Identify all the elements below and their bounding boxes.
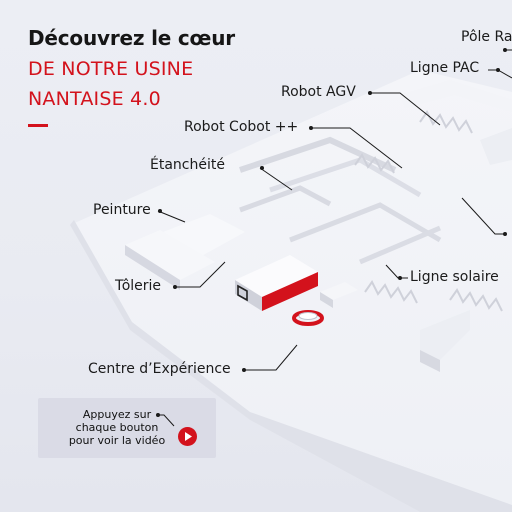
- hotspot-ligne-solaire[interactable]: Ligne solaire: [410, 269, 499, 285]
- partition-3: [239, 185, 332, 213]
- building-tolerie-roof: [125, 230, 215, 280]
- hint-line-3: pour voir la vidéo: [68, 434, 166, 447]
- callout-dot-pole-right: [503, 232, 507, 236]
- hotspot-peinture[interactable]: Peinture: [93, 202, 151, 218]
- page-subtitle-line1: DE NOTRE USINE: [28, 58, 194, 80]
- building-tolerie-side: [125, 245, 180, 290]
- partition-2: [269, 157, 422, 198]
- callout-line-robot-cobot: [310, 127, 403, 169]
- page-subtitle-line2: NANTAISE 4.0: [28, 88, 161, 110]
- tolerie-window: [237, 284, 248, 302]
- partition-5: [359, 225, 441, 265]
- callout-line-peinture: [157, 210, 186, 223]
- hotspot-pole[interactable]: Pôle Ra: [461, 29, 512, 45]
- centre-ring-inner: [298, 312, 318, 320]
- hotspot-robot-cobot[interactable]: Robot Cobot ++: [184, 119, 299, 135]
- partition-4: [289, 202, 442, 243]
- hint-pointer-dot: [156, 413, 160, 417]
- callout-line-centre: [244, 344, 298, 371]
- sawtooth-4: [449, 288, 503, 312]
- hint-line-1: Appuyez sur: [82, 408, 152, 421]
- callout-line-pole-right: [461, 197, 505, 235]
- hint-pointer-line: [158, 414, 175, 427]
- callout-dot-peinture: [158, 209, 162, 213]
- video-hint-box: Appuyez sur chaque bouton pour voir la v…: [38, 398, 216, 458]
- play-button[interactable]: [178, 427, 197, 446]
- hint-pointer: [156, 413, 175, 427]
- callout-dot-tolerie: [173, 285, 177, 289]
- page-title: Découvrez le cœur: [28, 26, 235, 50]
- callout-dot-ligne-pac: [496, 68, 500, 72]
- title-accent-bar: [28, 124, 48, 127]
- play-icon-triangle: [185, 432, 192, 441]
- sawtooth-1: [354, 153, 395, 174]
- sawtooth-3: [364, 280, 418, 304]
- callout-line-tolerie: [174, 261, 226, 288]
- video-hint-text: Appuyez sur chaque bouton pour voir la v…: [42, 408, 192, 447]
- small-block-side: [320, 292, 333, 308]
- callout-dot-robot-agv: [368, 91, 372, 95]
- play-icon: [185, 432, 192, 441]
- callout-dot-etancheite: [260, 166, 264, 170]
- hotspot-tolerie[interactable]: Tôlerie: [115, 278, 162, 294]
- callout-line-etancheite: [259, 167, 293, 191]
- right-block-3-side: [420, 350, 440, 372]
- hotspot-robot-agv[interactable]: Robot AGV: [281, 84, 356, 100]
- callout-line-robot-agv: [368, 92, 441, 126]
- small-block: [320, 282, 358, 300]
- callout-dot-ligne-solaire: [398, 276, 402, 280]
- callout-dot-centre: [242, 368, 246, 372]
- callout-dot-robot-cobot: [309, 126, 313, 130]
- tolerie-block-roof: [235, 255, 318, 297]
- callout-line-ligne-pac: [488, 69, 512, 79]
- callout-dot-pole: [503, 48, 507, 52]
- right-block-3: [420, 310, 470, 360]
- hotspot-centre-experience[interactable]: Centre d’Expérience: [88, 361, 231, 377]
- right-block-1: [400, 80, 512, 112]
- tolerie-block-red: [262, 272, 318, 311]
- right-block-2: [480, 128, 512, 165]
- callout-dots: [158, 48, 507, 372]
- hint-line-2: chaque bouton: [75, 421, 159, 434]
- hotspot-etancheite[interactable]: Étanchéité: [150, 157, 225, 173]
- hotspot-ligne-pac[interactable]: Ligne PAC: [410, 60, 480, 76]
